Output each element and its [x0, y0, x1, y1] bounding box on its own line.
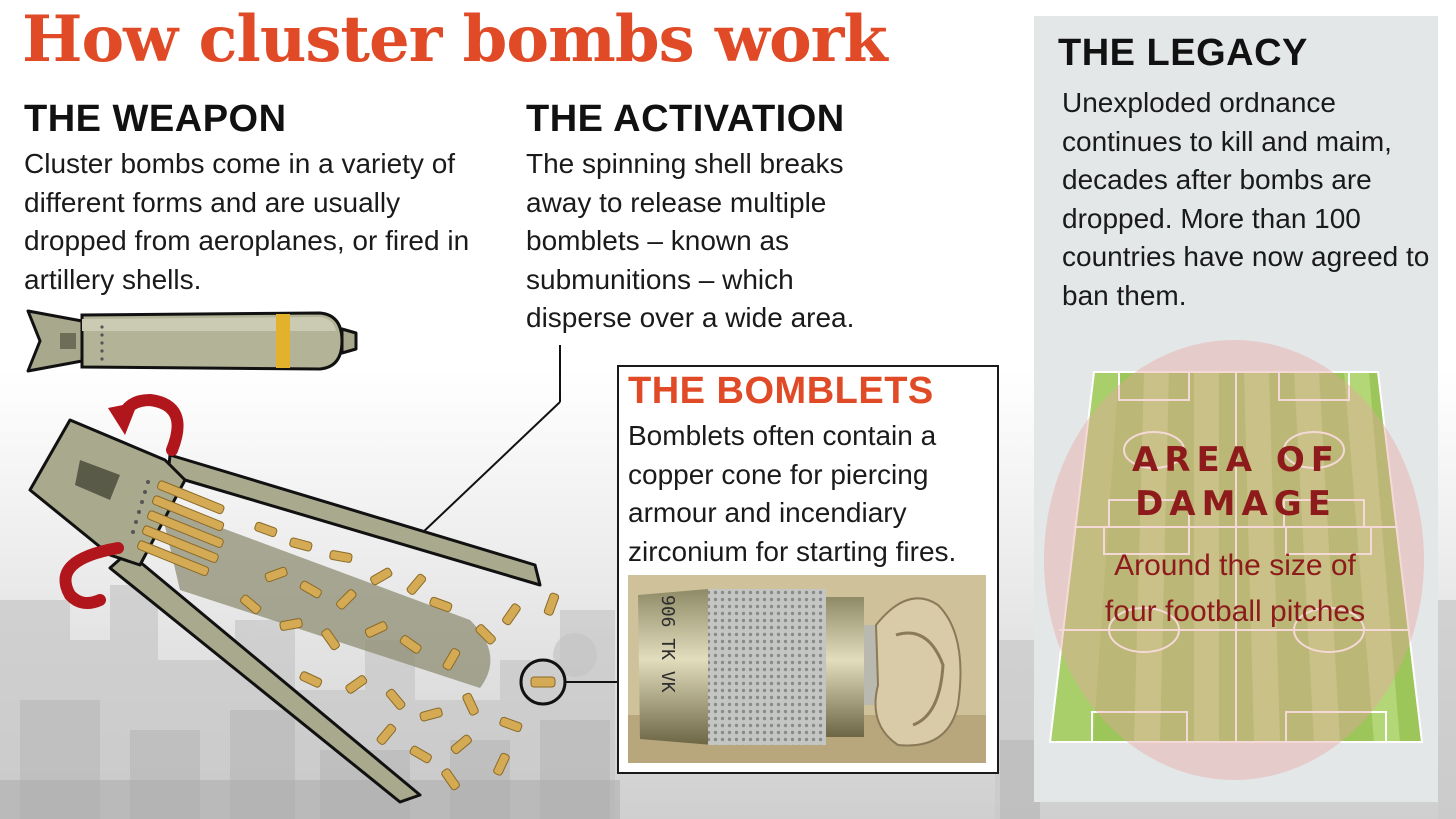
weapon-heading: THE WEAPON [24, 98, 287, 140]
activation-heading: THE ACTIVATION [526, 98, 845, 140]
damage-heading-line1: AREA OF [1132, 440, 1340, 480]
bomblets-heading: THE BOMBLETS [628, 370, 934, 412]
cluster-shell-diagram [28, 345, 620, 804]
activation-description: The spinning shell breaks away to releas… [526, 148, 855, 333]
legacy-heading: THE LEGACY [1058, 32, 1308, 74]
damage-heading-line2: DAMAGE [1135, 484, 1337, 524]
bomblet-photo-marking: 906 TK VK [657, 595, 678, 693]
bomblet-photo: 906 TK VK [628, 575, 986, 763]
page-title: How cluster bombs work [22, 2, 888, 77]
damage-area-circle [1044, 340, 1424, 780]
weapon-description: Cluster bombs come in a variety of diffe… [24, 148, 470, 295]
bomblets-description: Bomblets often contain a copper cone for… [628, 420, 957, 567]
aerial-bomb-icon [26, 309, 358, 373]
shell-half-lower [108, 550, 422, 804]
damage-description: Around the size of four football pitches [1104, 549, 1366, 628]
football-pitch-illustration [1044, 340, 1424, 780]
legacy-description: Unexploded ordnance continues to kill an… [1062, 87, 1430, 311]
rotation-arrow-lower-icon [59, 542, 124, 610]
